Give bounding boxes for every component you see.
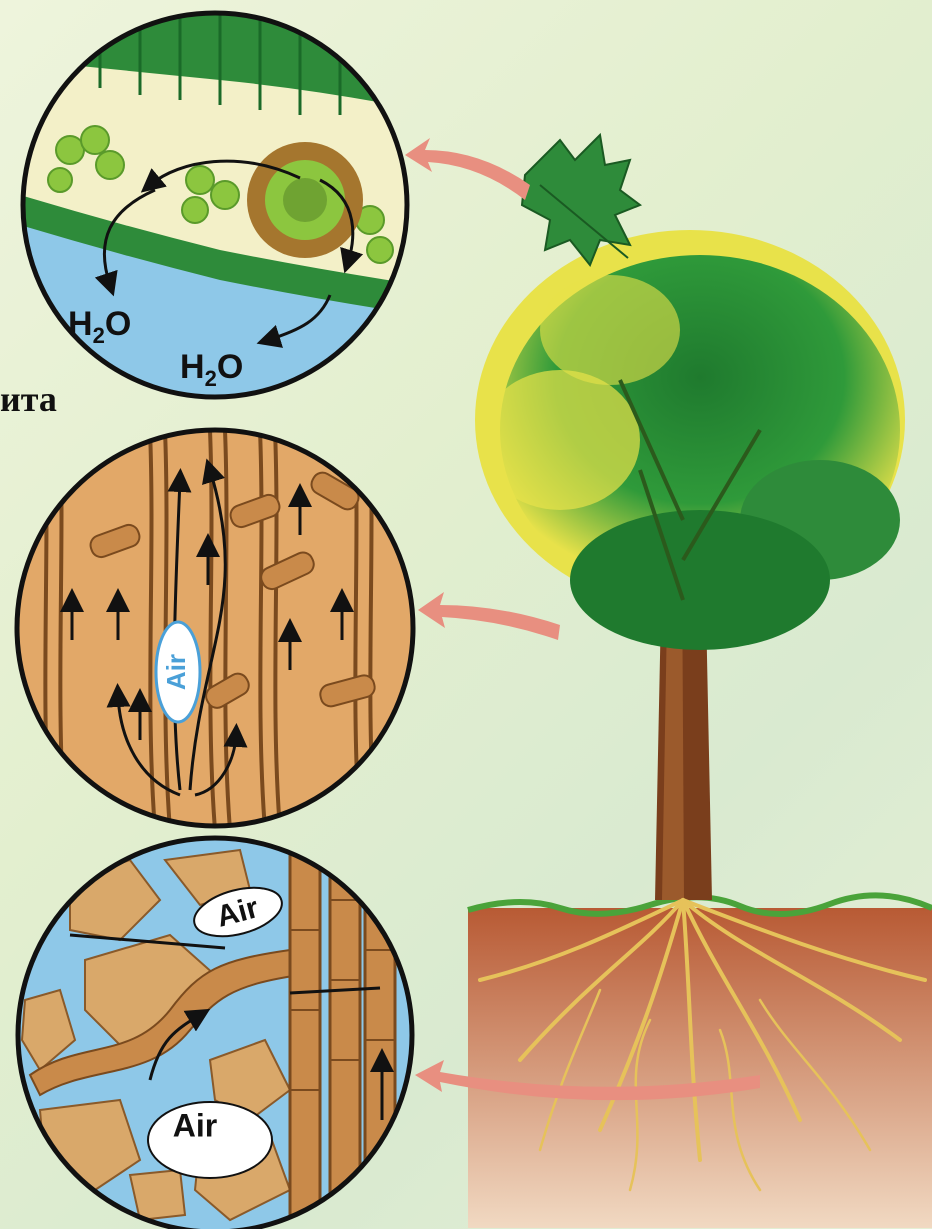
leaf-cross-section-panel: H2O H2O [20, 10, 420, 410]
water-label-1: H [68, 305, 93, 343]
arrow-stem [418, 592, 560, 640]
air-label-stem: Air [161, 654, 191, 690]
water-sub-2: 2 [205, 366, 217, 391]
water-label-2: H [180, 348, 205, 386]
water-tail-2: O [217, 348, 243, 386]
water-sub-1: 2 [93, 323, 105, 348]
air-label-root-bottom: Air [173, 1107, 217, 1143]
water-tail-1: O [105, 305, 131, 343]
tree-canopy [475, 230, 905, 650]
stem-xylem-panel: Air [10, 425, 420, 835]
arrow-leaf [405, 138, 530, 200]
tree [468, 135, 932, 1228]
root-soil-panel: Air Air [15, 835, 415, 1229]
soil-layer [468, 908, 932, 1228]
